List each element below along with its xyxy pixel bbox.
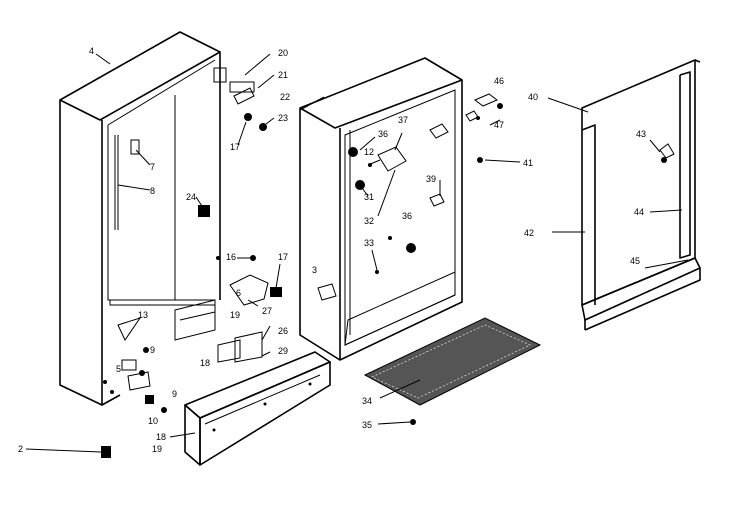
label-17-mid: 17 — [278, 252, 288, 262]
label-10: 10 — [148, 416, 158, 426]
label-29: 29 — [278, 346, 288, 356]
label-32: 32 — [364, 216, 374, 226]
label-34: 34 — [362, 396, 372, 406]
label-6: 6 — [236, 288, 241, 298]
door-panel — [581, 59, 701, 331]
leader-lines — [25, 53, 689, 453]
label-22: 22 — [280, 92, 290, 102]
label-9-b: 9 — [172, 389, 177, 399]
label-31: 31 — [364, 192, 374, 202]
label-2: 2 — [18, 444, 23, 454]
label-17-top: 17 — [230, 142, 240, 152]
label-12: 12 — [364, 147, 374, 157]
part-labels: 4 20 21 22 23 17 7 8 24 16 17 6 19 27 13… — [18, 46, 646, 454]
label-24: 24 — [186, 192, 196, 202]
outer-cabinet — [59, 31, 221, 458]
wire-shelf — [363, 317, 542, 425]
label-41: 41 — [523, 158, 533, 168]
label-44: 44 — [634, 207, 644, 217]
label-40: 40 — [528, 92, 538, 102]
label-18-mid: 18 — [200, 358, 210, 368]
label-9-a: 9 — [150, 345, 155, 355]
label-39: 39 — [426, 174, 436, 184]
label-18-low: 18 — [156, 432, 166, 442]
label-47: 47 — [494, 120, 504, 130]
label-19-low: 19 — [152, 444, 162, 454]
label-35: 35 — [362, 420, 372, 430]
label-13: 13 — [138, 310, 148, 320]
label-36-low: 36 — [402, 211, 412, 221]
label-8: 8 — [150, 186, 155, 196]
left-small-parts — [127, 67, 282, 413]
label-26: 26 — [278, 326, 288, 336]
label-3: 3 — [312, 265, 317, 275]
label-46: 46 — [494, 76, 504, 86]
label-19-mid: 19 — [230, 310, 240, 320]
label-42: 42 — [524, 228, 534, 238]
label-20: 20 — [278, 48, 288, 58]
label-5: 5 — [116, 364, 121, 374]
label-16: 16 — [226, 252, 236, 262]
label-21: 21 — [278, 70, 288, 80]
label-45: 45 — [630, 256, 640, 266]
label-27: 27 — [262, 306, 272, 316]
label-4: 4 — [89, 46, 94, 56]
label-23: 23 — [278, 113, 288, 123]
label-43: 43 — [636, 129, 646, 139]
label-37: 37 — [398, 115, 408, 125]
inner-liner — [299, 57, 503, 361]
kick-plate-grille — [184, 351, 331, 466]
label-7: 7 — [150, 162, 155, 172]
label-33: 33 — [364, 238, 374, 248]
label-36-top: 36 — [378, 129, 388, 139]
